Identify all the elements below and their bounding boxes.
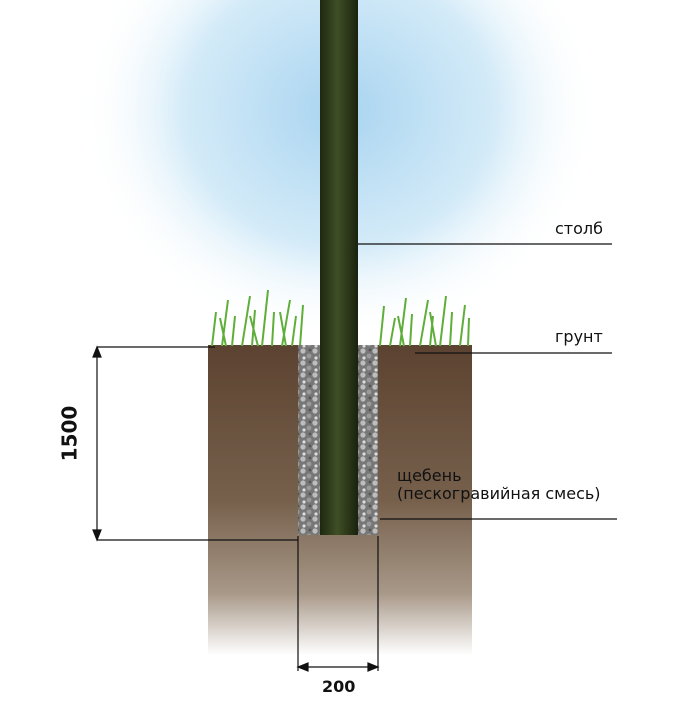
grass-right <box>379 295 470 347</box>
gravel-label: щебень <box>397 466 462 485</box>
grass-left <box>211 289 304 347</box>
depth-dimension: 1500 <box>57 405 82 462</box>
dimension-lines <box>92 345 380 672</box>
width-dimension: 200 <box>322 677 356 696</box>
pole-label: столб <box>555 219 603 238</box>
leader-lines <box>358 243 617 520</box>
gravel-label-detail: (пескогравийная смесь) <box>397 484 601 503</box>
pole <box>320 0 358 535</box>
ground-label: грунт <box>555 327 603 346</box>
